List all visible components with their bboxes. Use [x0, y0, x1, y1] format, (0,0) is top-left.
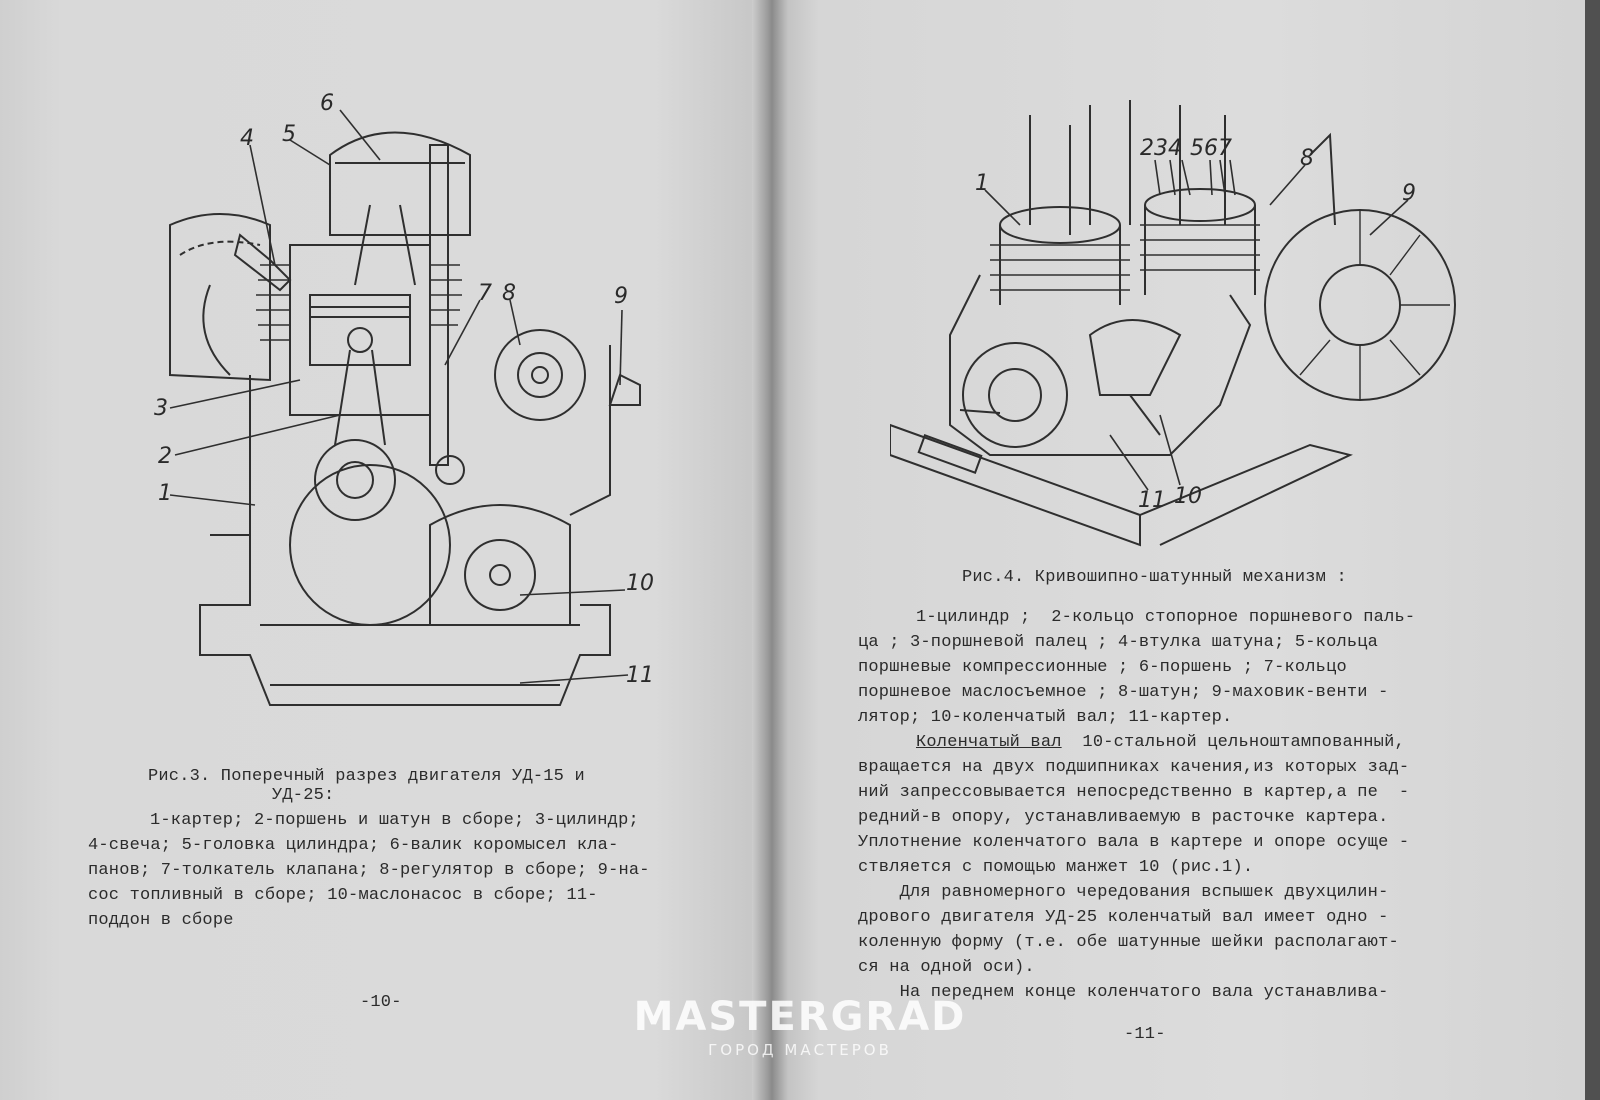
book-gutter — [752, 0, 788, 1100]
body-first-line-rest: 10-стальной цельноштампованный, — [1061, 733, 1405, 752]
right-callout-9: 9 — [1402, 181, 1416, 206]
right-callout-2: 2 — [1140, 136, 1154, 161]
body-line-9: ся на одной оси). — [858, 958, 1035, 977]
left-page-number: -10- — [360, 993, 402, 1012]
right-page — [770, 0, 1585, 1100]
left-callout-4: 4 — [240, 126, 254, 151]
left-page — [0, 0, 770, 1100]
right-callout-3: 3 — [1154, 136, 1168, 161]
right-callout-7: 7 — [1218, 136, 1232, 161]
figure-4-legend-line-3: поршневые компрессионные ; 6-поршень ; 7… — [858, 658, 1347, 677]
figure-4-legend-line-2: ца ; 3-поршневой палец ; 4-втулка шатуна… — [858, 633, 1379, 652]
engine-cross-section-figure: 1 2 3 4 5 6 7 8 9 10 11 — [154, 91, 654, 706]
right-callout-11: 11 — [1138, 488, 1166, 513]
right-callout-8: 8 — [1300, 146, 1314, 171]
figure-4-caption: Рис.4. Кривошипно-шатунный механизм : — [962, 568, 1347, 587]
right-callout-10: 10 — [1174, 484, 1202, 509]
right-callout-6: 6 — [1204, 136, 1218, 161]
watermark-subtitle: ГОРОД МАСТЕРОВ — [708, 1041, 892, 1059]
watermark-logo-text: MASTERGRAD — [633, 994, 967, 1040]
figure-3-legend-line-2: 4-свеча; 5-головка цилиндра; 6-валик кор… — [88, 836, 619, 855]
right-page-number: -11- — [1124, 1025, 1166, 1044]
body-line-7: дрового двигателя УД-25 коленчатый вал и… — [858, 908, 1389, 927]
body-line-8: коленную форму (т.е. обе шатунные шейки … — [858, 933, 1399, 952]
left-callout-3: 3 — [154, 396, 168, 421]
figure-4-legend-line-4: поршневое маслосъемное ; 8-шатун; 9-махо… — [858, 683, 1389, 702]
figure-3-legend-line-4: сос топливный в сборе; 10-маслонасос в с… — [88, 886, 598, 905]
body-line-6: Для равномерного чередования вспышек дву… — [858, 883, 1389, 902]
body-line-4: Уплотнение коленчатого вала в картере и … — [858, 833, 1410, 852]
left-callout-6: 6 — [320, 91, 334, 116]
section-heading-crankshaft: Коленчатый вал — [916, 733, 1062, 752]
right-callout-4: 4 — [1168, 136, 1182, 161]
right-callout-1: 1 — [975, 171, 989, 196]
left-callout-5: 5 — [282, 122, 296, 147]
body-line-2: ний запрессовывается непосредственно в к… — [858, 783, 1410, 802]
figure-3-legend-line-1: 1-картер; 2-поршень и шатун в сборе; 3-ц… — [150, 811, 639, 830]
body-line-3: редний-в опору, устанавливаемую в расточ… — [858, 808, 1389, 827]
figure-4-legend-line-1: 1-цилиндр ; 2-кольцо стопорное поршневог… — [916, 608, 1416, 627]
figure-3-caption-line-1: Рис.3. Поперечный разрез двигателя УД-15… — [148, 767, 585, 786]
left-callout-2: 2 — [158, 444, 172, 469]
figure-4-legend-line-5: лятор; 10-коленчатый вал; 11-картер. — [858, 708, 1233, 727]
figure-3-legend-line-5: поддон в сборе — [88, 911, 234, 930]
left-callout-8: 8 — [502, 281, 516, 306]
body-line-1: вращается на двух подшипниках качения,из… — [858, 758, 1410, 777]
figure-3-legend-line-3: панов; 7-толкатель клапана; 8-регулятор … — [88, 861, 650, 880]
book-edge — [1585, 0, 1600, 1100]
body-first-line: Коленчатый вал 10-стальной цельноштампов… — [916, 730, 1405, 755]
right-callout-5: 5 — [1190, 136, 1204, 161]
left-callout-9: 9 — [614, 284, 628, 309]
left-callout-1: 1 — [158, 481, 172, 506]
left-callout-7: 7 — [478, 281, 492, 306]
body-line-5: ствляется с помощью манжет 10 (рис.1). — [858, 858, 1254, 877]
left-callout-11: 11 — [626, 663, 654, 688]
figure-3-caption-line-2: УД-25: — [272, 786, 335, 805]
left-callout-10: 10 — [626, 571, 654, 596]
body-line-10: На переднем конце коленчатого вала устан… — [858, 983, 1389, 1002]
crank-mechanism-figure: 1 2 3 4 5 6 7 8 9 10 11 — [890, 100, 1456, 547]
